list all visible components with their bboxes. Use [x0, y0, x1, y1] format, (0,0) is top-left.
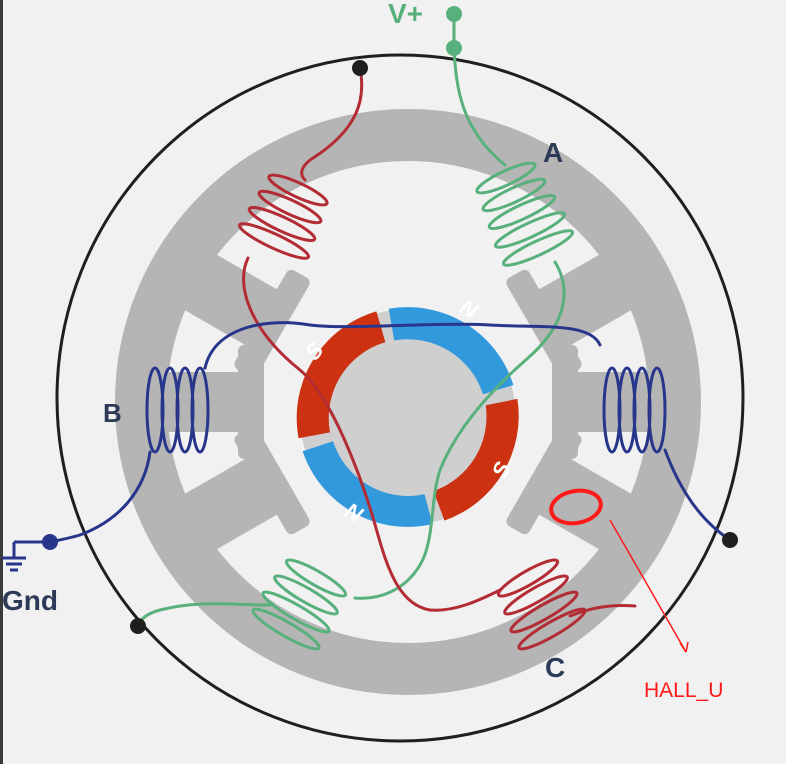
winding-c-crossover — [242, 256, 502, 612]
winding-b-crossover — [203, 321, 602, 370]
node-gnd — [42, 534, 58, 550]
rotor-core — [300, 309, 516, 525]
magnet-s-top-left — [296, 311, 386, 439]
rotor-magnets — [296, 307, 519, 527]
winding-a-crossover — [353, 260, 566, 600]
label-gnd: Gnd — [2, 585, 58, 616]
stator-ring — [115, 109, 701, 695]
magnet-n-top-right — [388, 307, 514, 395]
magnet-s-bottom-right — [433, 398, 519, 521]
hall-sensor-marker — [549, 488, 603, 526]
label-phase-a: A — [543, 137, 563, 168]
node-left — [130, 618, 146, 634]
hall-annotation: HALL_U — [549, 488, 723, 702]
label-phase-c: C — [545, 652, 565, 683]
node-top — [352, 60, 368, 76]
node-right — [722, 532, 738, 548]
node-vplus-lower — [446, 40, 462, 56]
hall-pointer-arrowhead — [679, 641, 689, 653]
connection-nodes — [42, 6, 738, 634]
winding-c-lead-top — [300, 66, 364, 182]
motor-housing — [55, 53, 745, 743]
winding-b-lead-right — [663, 448, 732, 542]
winding-a — [136, 12, 575, 651]
winding-b — [48, 321, 732, 544]
hall-pointer-line — [609, 519, 687, 653]
ground-symbol — [2, 540, 50, 572]
magnet-n-top-right-label: N — [456, 294, 483, 324]
magnet-n-bottom-left — [302, 441, 433, 527]
node-vplus — [446, 6, 462, 22]
winding-c — [237, 66, 637, 651]
label-hall: HALL_U — [644, 679, 723, 702]
winding-b-lead-gnd — [48, 450, 152, 544]
label-vplus: V+ — [388, 0, 423, 29]
winding-c-lead-out — [568, 604, 637, 618]
window-edge — [0, 0, 3, 764]
label-phase-b: B — [103, 398, 122, 428]
